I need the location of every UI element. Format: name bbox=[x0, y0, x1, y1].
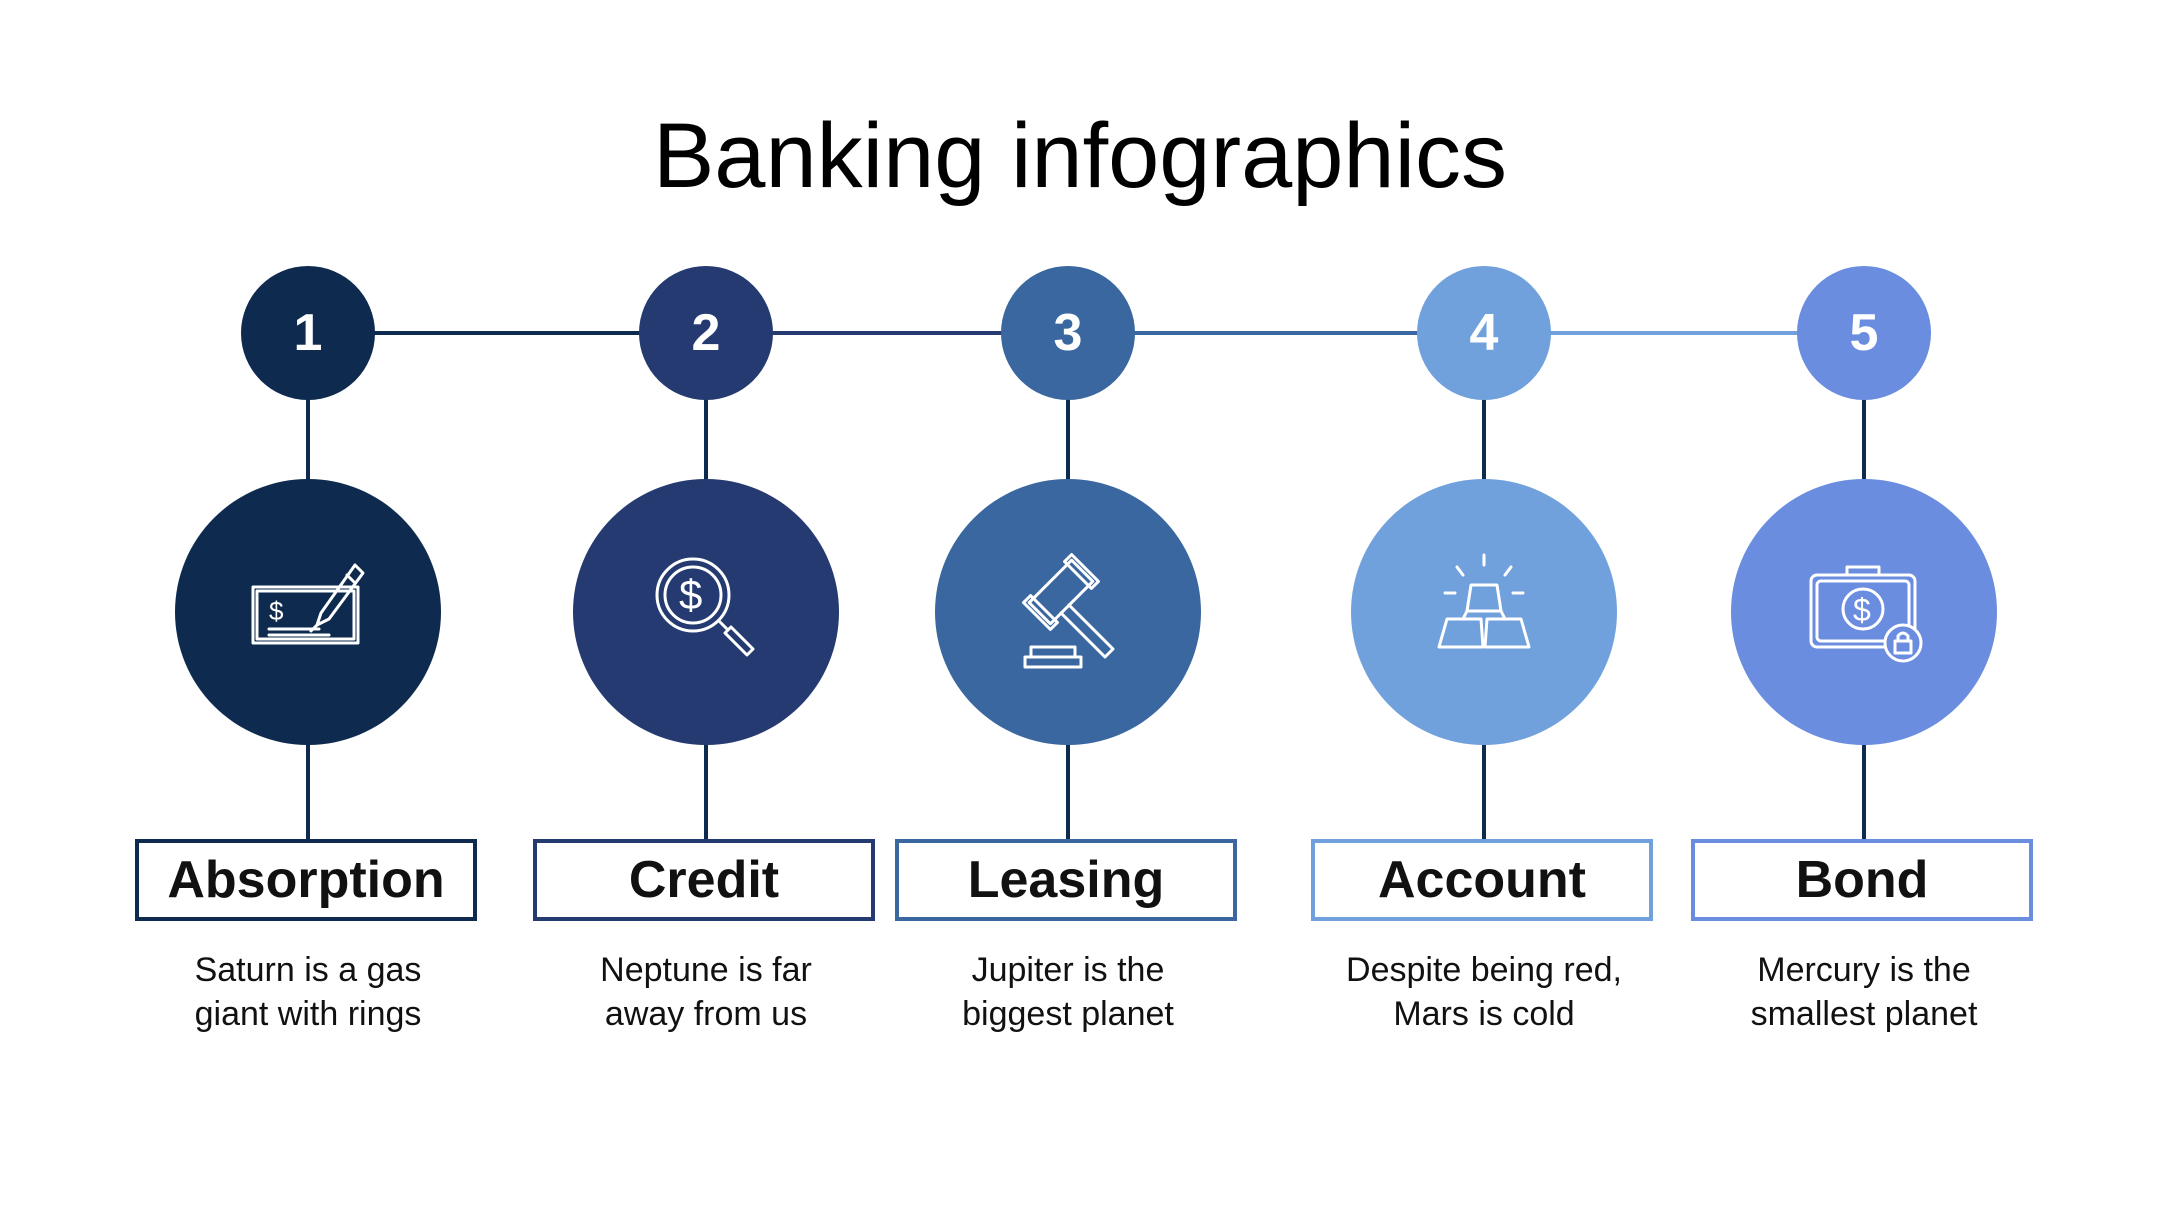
step-absorption: 1 $ Absorption Saturn is a gas giant wit… bbox=[98, 0, 518, 1215]
dollar-search-icon: $ bbox=[655, 557, 755, 657]
description-line-2: Mars is cold bbox=[1393, 995, 1575, 1033]
step-label-box: Absorption bbox=[135, 839, 477, 921]
step-label-box: Bond bbox=[1691, 839, 2033, 921]
step-label-box: Credit bbox=[533, 839, 875, 921]
step-label-box: Account bbox=[1311, 839, 1653, 921]
description-line-1: Mercury is the bbox=[1757, 951, 1971, 989]
step-icon-circle bbox=[1351, 479, 1617, 745]
step-leasing: 3 Leasing Jupiter is the biggest planet bbox=[858, 0, 1278, 1215]
step-icon-circle: $ bbox=[1731, 479, 1997, 745]
step-label: Leasing bbox=[967, 851, 1165, 909]
step-label: Credit bbox=[628, 851, 780, 909]
step-description: Mercury is the smallest planet bbox=[1654, 948, 2074, 1036]
step-label: Account bbox=[1378, 851, 1586, 909]
description-line-2: smallest planet bbox=[1750, 995, 1978, 1033]
step-number: 4 bbox=[1469, 304, 1499, 362]
step-description: Neptune is far away from us bbox=[496, 948, 916, 1036]
cheque-pen-icon: $ bbox=[251, 563, 365, 645]
description-line-2: giant with rings bbox=[194, 995, 422, 1033]
step-account: 4 Account Despite being red, Mars is col… bbox=[1274, 0, 1694, 1215]
description-line-1: Jupiter is the bbox=[971, 951, 1165, 989]
step-bond: 5 $ Bond Mercury is the smallest planet bbox=[1654, 0, 2074, 1215]
page-title: Banking infographics bbox=[652, 105, 1508, 207]
step-icon-circle: $ bbox=[175, 479, 441, 745]
description-line-1: Despite being red, bbox=[1346, 951, 1622, 989]
step-number-badge: 4 bbox=[1417, 266, 1551, 400]
step-icon-circle: $ bbox=[573, 479, 839, 745]
step-number-badge: 3 bbox=[1001, 266, 1135, 400]
step-label: Absorption bbox=[167, 851, 445, 909]
gavel-icon bbox=[1022, 553, 1115, 669]
svg-text:$: $ bbox=[1853, 592, 1871, 628]
step-label-box: Leasing bbox=[895, 839, 1237, 921]
description-line-1: Neptune is far bbox=[600, 951, 812, 989]
step-description: Despite being red, Mars is cold bbox=[1274, 948, 1694, 1036]
description-line-2: away from us bbox=[604, 995, 808, 1033]
svg-text:$: $ bbox=[679, 571, 702, 618]
step-number: 5 bbox=[1849, 304, 1879, 362]
step-number-badge: 1 bbox=[241, 266, 375, 400]
step-number: 2 bbox=[691, 304, 721, 362]
svg-text:$: $ bbox=[269, 596, 284, 626]
description-line-1: Saturn is a gas bbox=[194, 951, 422, 989]
step-number-badge: 5 bbox=[1797, 266, 1931, 400]
step-description: Jupiter is the biggest planet bbox=[858, 948, 1278, 1036]
step-credit: 2 $ Credit Neptune is far away from us bbox=[496, 0, 916, 1215]
step-number-badge: 2 bbox=[639, 266, 773, 400]
step-number: 1 bbox=[293, 304, 323, 362]
step-description: Saturn is a gas giant with rings bbox=[98, 948, 518, 1036]
step-icon-circle bbox=[935, 479, 1201, 745]
gold-bars-icon bbox=[1437, 553, 1531, 649]
description-line-2: biggest planet bbox=[962, 995, 1174, 1033]
step-number: 3 bbox=[1053, 304, 1083, 362]
locked-briefcase-icon: $ bbox=[1809, 565, 1923, 663]
step-label: Bond bbox=[1795, 851, 1929, 909]
